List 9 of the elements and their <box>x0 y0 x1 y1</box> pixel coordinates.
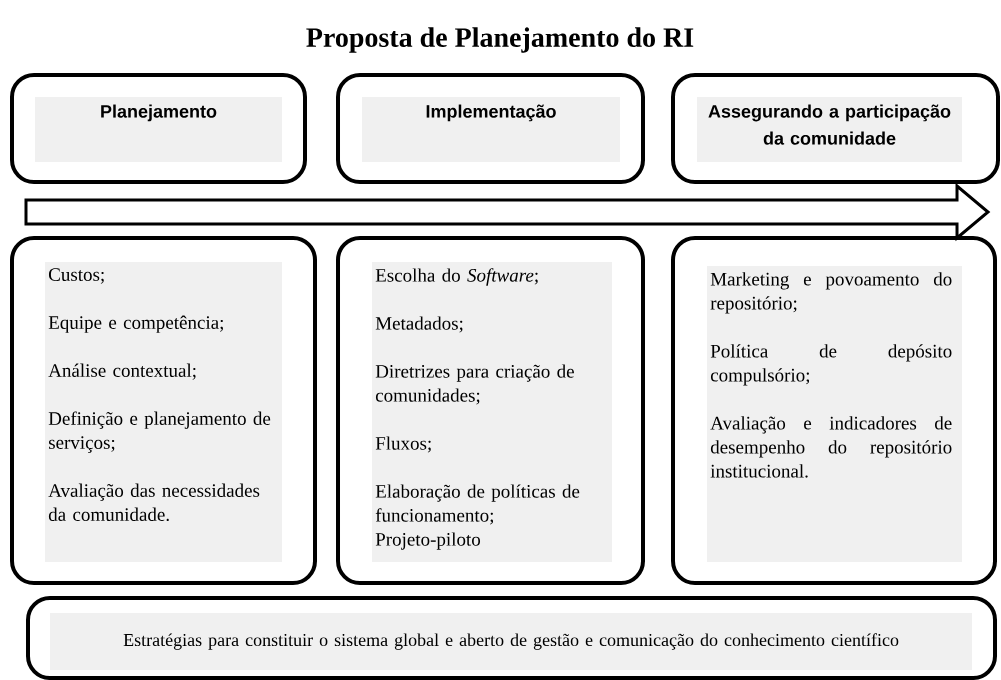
list-box: Escolha do Software; Metadados; Diretrizes para criação de comunidades; Fluxos; Elaboração de políticas de funcionamento; Projeto-piloto <box>336 236 645 585</box>
stage-box: Assegurando a participação da comunidade <box>671 73 1000 184</box>
block-arrow <box>24 182 991 242</box>
list-box: Marketing e povoamento do repositório; Política de depósito compulsório; Avaliação e indicadores de desempenho do repositório institucional. <box>671 236 997 585</box>
strategy-box: Estratégias para constituir o sistema global e aberto de gestão e comunicação do conhecimento científico <box>26 596 997 680</box>
list-box: Custos; Equipe e competência; Análise contextual; Definição e planejamento de serviços; Avaliação das necessidades da comunidade. <box>10 236 317 585</box>
stage-box: Implementação <box>336 73 645 184</box>
stage-box: Planejamento <box>10 73 307 184</box>
title: Proposta de Planejamento do RI <box>306 27 694 53</box>
